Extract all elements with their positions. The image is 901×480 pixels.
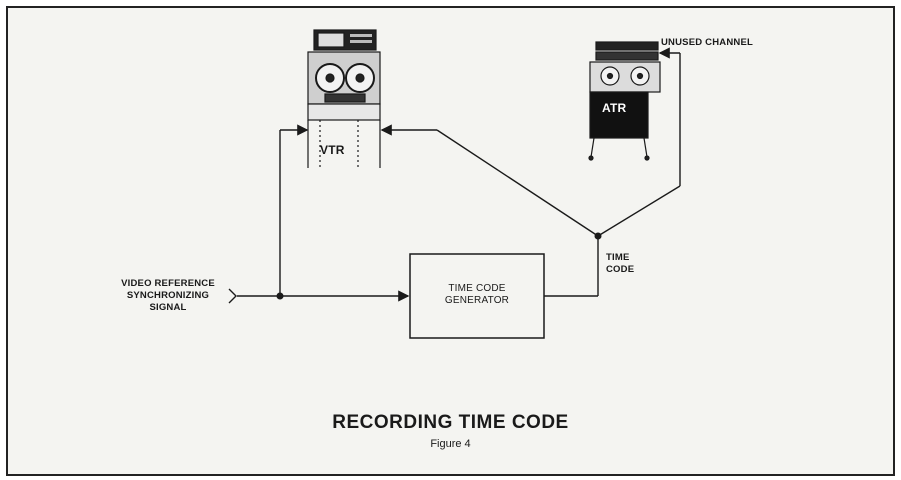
atr-label: ATR bbox=[602, 102, 626, 114]
input-junction bbox=[277, 293, 284, 300]
vtr-label: VTR bbox=[320, 144, 345, 156]
input-chevron-icon bbox=[229, 289, 236, 303]
input-signal-label: VIDEO REFERENCE SYNCHRONIZING SIGNAL bbox=[110, 278, 226, 314]
figure-caption: Figure 4 bbox=[0, 438, 901, 450]
unused-channel-label: UNUSED CHANNEL bbox=[661, 37, 753, 49]
diagram-title: RECORDING TIME CODE bbox=[0, 412, 901, 434]
time-code-label: TIME CODE bbox=[606, 252, 634, 276]
generator-label: TIME CODE GENERATOR bbox=[410, 283, 544, 307]
time-code-junction bbox=[595, 233, 602, 240]
